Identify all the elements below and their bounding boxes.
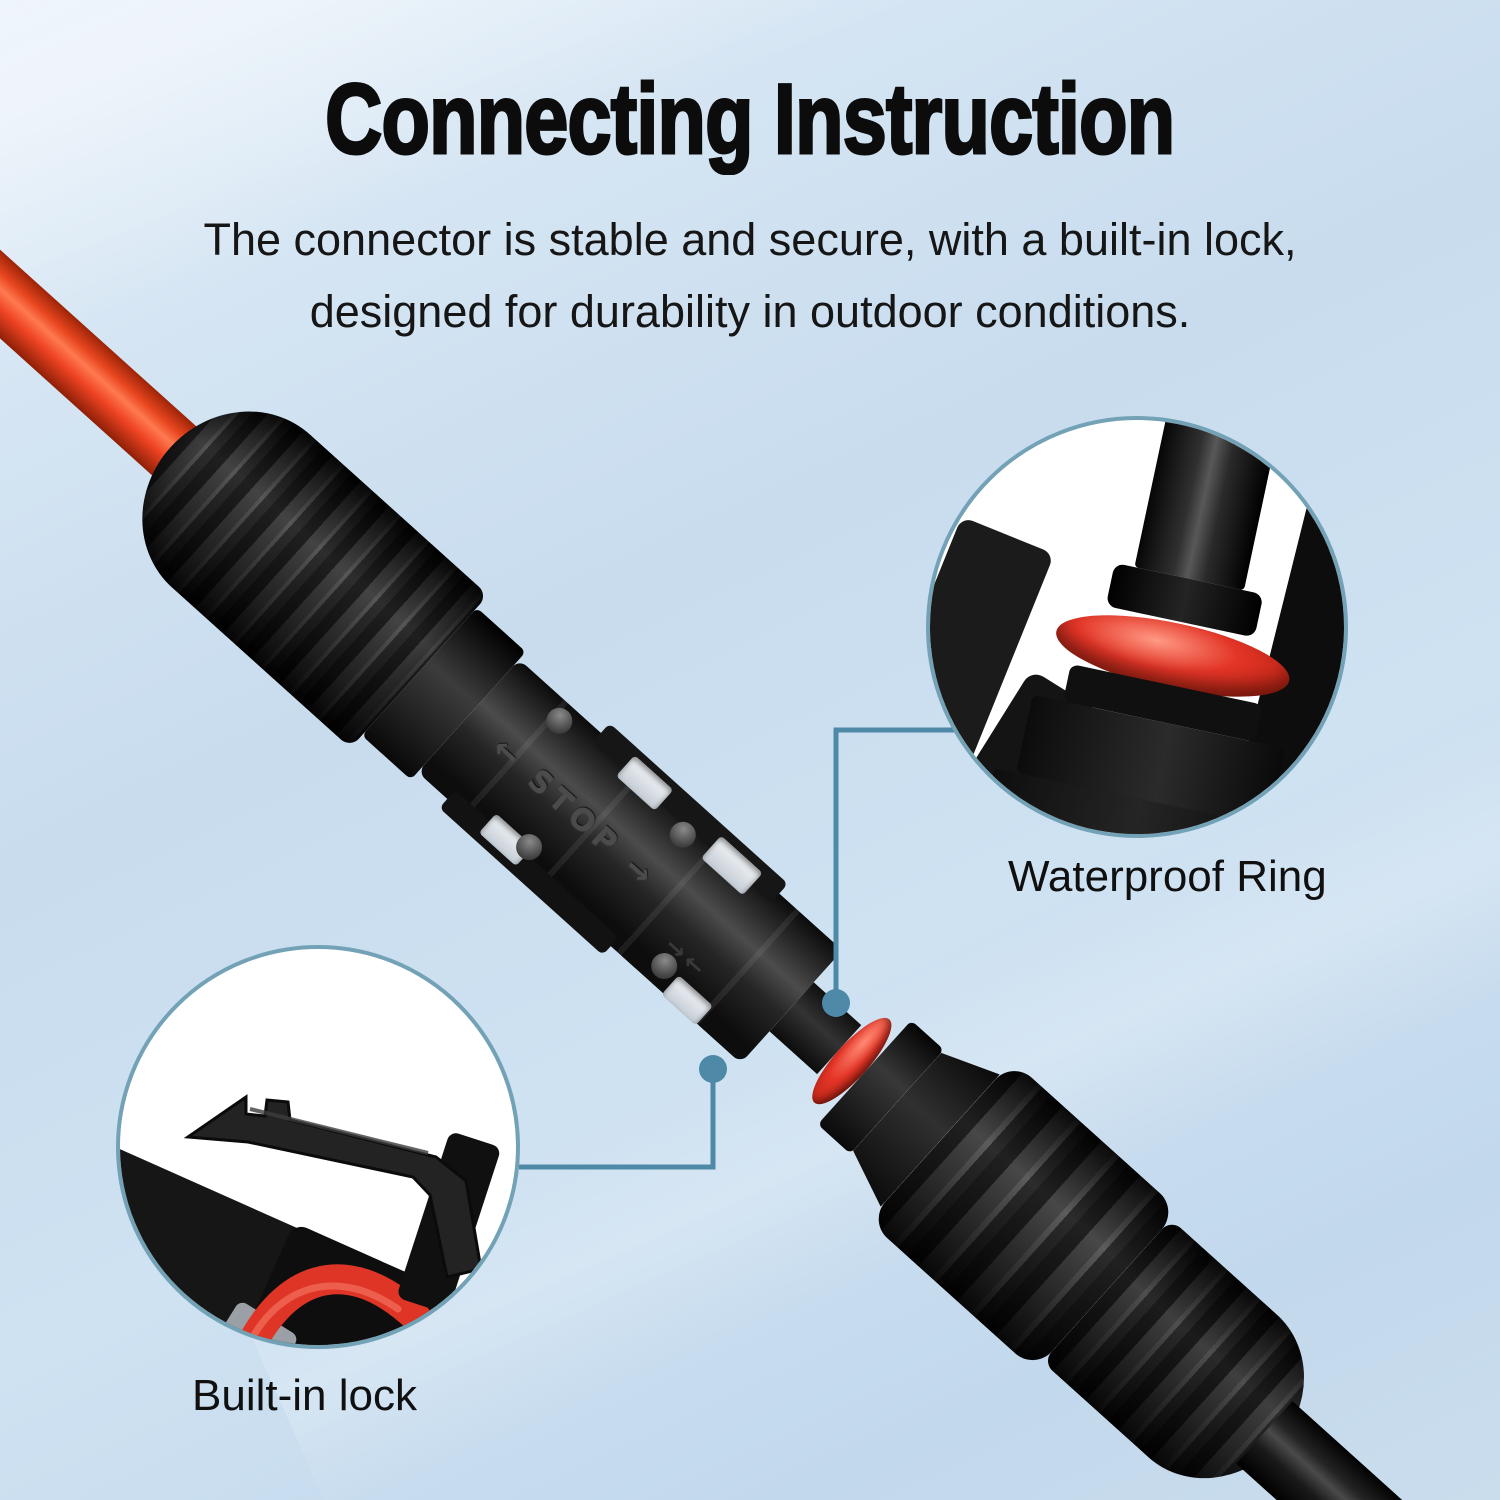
waterproof-ring-label: Waterproof Ring (1008, 852, 1327, 901)
built-in-lock-clip (183, 1094, 483, 1279)
waterproof-ring-callout-circle (926, 416, 1348, 838)
page-title: Connecting Instruction (324, 62, 1176, 176)
male-connector-body: ← STOP → →← (417, 659, 843, 1064)
description-line-2: designed for durability in outdoor condi… (309, 286, 1191, 337)
lock-closeup-graphic (120, 1094, 516, 1345)
lock-clip-highlight (249, 1107, 429, 1155)
built-in-lock-label: Built-in lock (192, 1371, 417, 1420)
connector-body-edge (217, 1226, 516, 1345)
red-wire-highlight (246, 1282, 402, 1345)
description-line-1: The connector is stable and secure, with… (203, 214, 1297, 265)
description-text: The connector is stable and secure, with… (0, 204, 1500, 348)
built-in-lock-callout-circle (116, 945, 520, 1349)
shaft-slot (661, 975, 714, 1026)
connector-tip-cylinder (1134, 420, 1297, 591)
lock-leader-line (519, 1069, 716, 1170)
shaft-pin (540, 702, 578, 740)
